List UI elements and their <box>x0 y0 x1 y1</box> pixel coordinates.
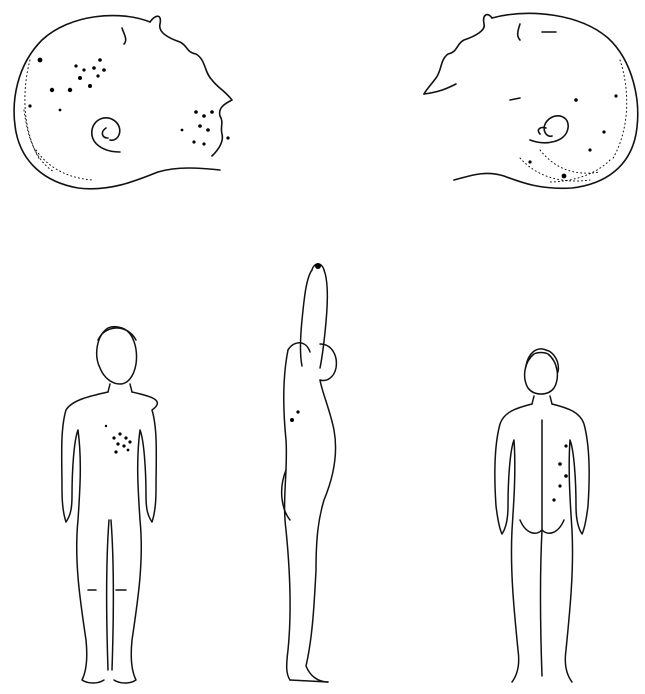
head-left-ear <box>92 118 120 152</box>
lesion-mark <box>68 88 72 92</box>
body-side-hair <box>288 343 310 352</box>
lesion-mark <box>194 110 198 114</box>
lesion-mark <box>226 136 229 139</box>
lesion-mark <box>192 140 195 143</box>
lesion-mark <box>128 440 131 443</box>
head-left-skull-outline <box>14 16 220 189</box>
lesion-mark <box>614 94 617 97</box>
head-right-eye <box>518 24 520 40</box>
head-right-ear <box>530 116 568 143</box>
body-side-raised-arm <box>301 270 328 368</box>
lesion-mark <box>552 498 555 501</box>
lesion-mark <box>102 68 106 72</box>
lesion-mark <box>38 58 43 63</box>
body-side-foot <box>290 680 328 682</box>
lesion-mark <box>114 450 117 453</box>
head-left-ear-inner <box>102 128 108 138</box>
head-right-mouth <box>510 98 520 100</box>
lesion-mark <box>528 160 531 163</box>
body-back-inner-leg <box>541 530 543 676</box>
body-side-arm-raised <box>282 264 337 682</box>
lesion-mark <box>315 263 321 269</box>
lesion-mark <box>118 432 121 435</box>
body-back-head <box>525 353 558 395</box>
lesion-mark <box>202 142 205 145</box>
lesion-mark <box>92 66 96 70</box>
lesion-mark <box>98 58 102 62</box>
head-left-eye <box>122 28 126 44</box>
lesion-marks <box>28 58 617 502</box>
lesion-mark <box>59 109 62 112</box>
lesion-mark <box>116 442 119 445</box>
lesion-mark <box>198 124 202 128</box>
lesion-mark <box>181 129 184 132</box>
body-back-right-outline <box>552 404 589 682</box>
lesion-mark <box>50 88 54 92</box>
lesion-mark <box>210 110 214 114</box>
lesion-mark <box>574 98 578 102</box>
lesion-mark <box>96 74 99 77</box>
body-side-front <box>306 380 336 682</box>
lesion-mark <box>206 128 210 132</box>
head-right-scalp-stipple <box>520 60 627 182</box>
body-front <box>62 327 158 684</box>
head-right-skull-outline <box>454 13 638 188</box>
lesion-mark <box>564 474 568 478</box>
lesion-mark <box>88 84 92 88</box>
body-back-left-outline <box>495 404 532 682</box>
lesion-mark <box>122 444 125 447</box>
lesion-mark <box>290 418 294 422</box>
head-right-jaw <box>424 84 456 94</box>
body-back <box>495 349 589 682</box>
lesion-mark <box>82 68 85 71</box>
head-left-profile <box>14 16 232 189</box>
lesion-mark <box>588 148 591 151</box>
body-front-left-outline <box>62 392 108 683</box>
lesion-mark <box>296 410 299 413</box>
body-front-right-outline <box>114 392 157 683</box>
lesion-mark <box>562 174 567 179</box>
lesion-mark <box>127 449 130 452</box>
lesion-mark <box>28 104 31 107</box>
lesion-mark <box>558 462 562 466</box>
head-left-face-profile <box>150 16 232 156</box>
head-right-face-profile <box>424 15 492 94</box>
lesion-mark <box>564 444 567 447</box>
lesion-mark <box>202 114 206 118</box>
lesion-mark <box>112 436 115 439</box>
body-front-head <box>97 327 137 385</box>
lesion-mark <box>105 425 107 427</box>
body-front-neck <box>108 384 132 392</box>
lesion-mark <box>74 64 77 67</box>
lesion-mark <box>558 484 561 487</box>
body-front-inner-leg <box>107 520 114 670</box>
lesion-mark <box>602 130 605 133</box>
lesion-mark <box>124 436 127 439</box>
body-back-neck <box>532 396 552 404</box>
lesion-mark <box>78 76 82 80</box>
